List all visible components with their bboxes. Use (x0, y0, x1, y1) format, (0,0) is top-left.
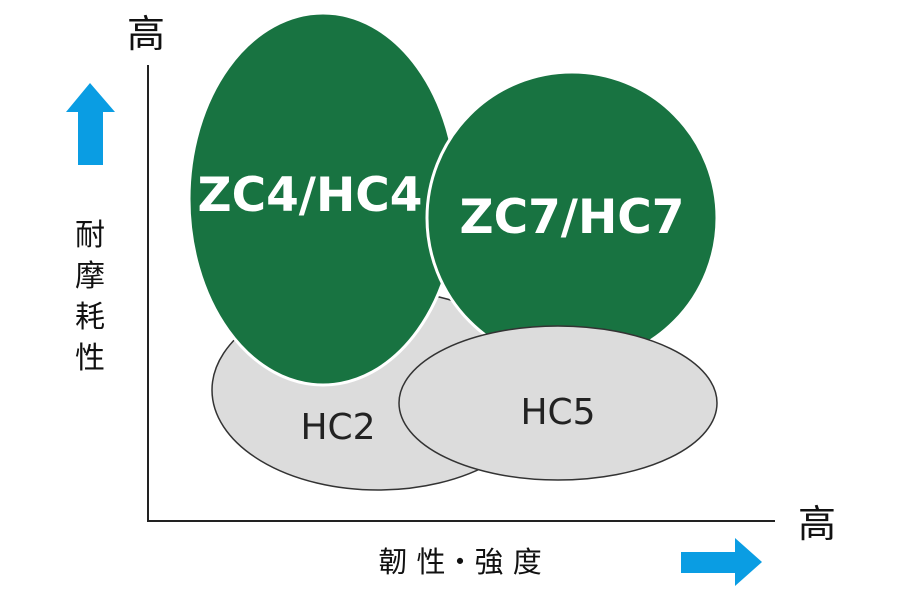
y-axis-high-label: 高 (127, 12, 165, 56)
y-axis-title-char-3: 耗 (75, 300, 105, 335)
arrow-up-icon (66, 83, 115, 165)
hc5-label: HC5 (520, 392, 595, 433)
y-axis-title-char-2: 摩 (75, 259, 105, 294)
y-axis-title-char-1: 耐 (75, 218, 105, 253)
zc7-hc7-label: ZC7/HC7 (460, 190, 685, 245)
x-axis-title: 韌 性・強 度 (378, 545, 541, 579)
arrow-right-icon (681, 538, 762, 586)
hc2-label: HC2 (300, 407, 375, 448)
zc4-hc4-label: ZC4/HC4 (198, 168, 423, 223)
hc5-region (398, 325, 718, 481)
y-axis-title-char-4: 性 (75, 341, 105, 376)
x-axis-high-label: 高 (798, 502, 836, 546)
